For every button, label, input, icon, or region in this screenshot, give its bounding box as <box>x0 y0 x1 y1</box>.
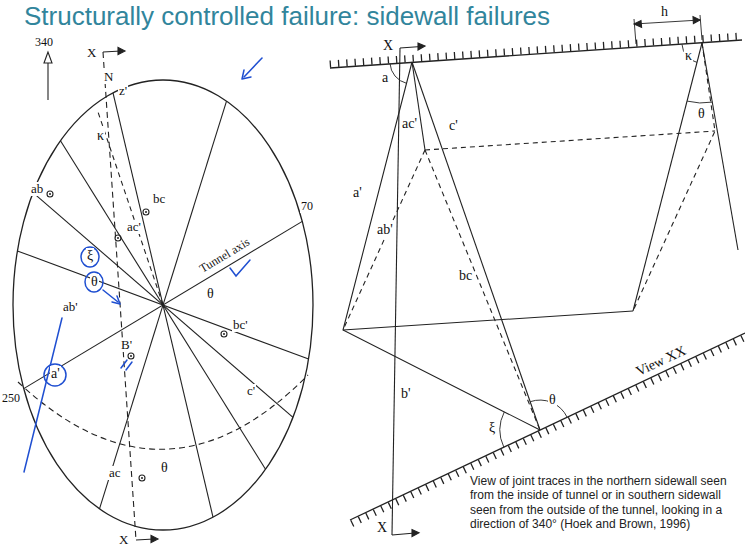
figure-label: bc <box>458 268 473 283</box>
figure-label: bc <box>152 192 166 206</box>
figure-label: 340 <box>34 36 54 49</box>
arrow-head <box>418 43 425 50</box>
wall-hatching <box>330 36 742 64</box>
pole-point <box>143 209 149 215</box>
figure-label: ac' <box>126 220 142 234</box>
angle-arc <box>500 412 504 447</box>
dimension-line <box>634 20 700 24</box>
annotation-circle <box>81 247 99 267</box>
figure-label: ac <box>108 466 122 480</box>
annotation-arrow <box>103 290 118 302</box>
figure-label: κ <box>684 48 693 63</box>
figure-label: X <box>118 533 129 547</box>
intersection-line <box>412 62 425 150</box>
figure-label: ab' <box>376 222 394 237</box>
pole-dot <box>117 237 119 239</box>
figure-label: h <box>660 4 669 19</box>
intersection-line <box>425 150 540 430</box>
figure-label: ab' <box>62 300 79 314</box>
annotation-arrow-head <box>242 70 251 79</box>
pole-dot <box>223 333 225 335</box>
figure-label: z' <box>118 84 128 98</box>
joint-trace <box>412 62 540 430</box>
figure-label: c' <box>246 384 256 398</box>
wedge-edge <box>633 43 715 311</box>
slide-title: Structurally controlled failure: sidewal… <box>24 2 550 32</box>
intersection-line <box>343 150 425 330</box>
view-line <box>702 43 738 250</box>
pole-point <box>221 331 227 337</box>
net-outline <box>13 80 313 530</box>
figure-label: X <box>376 520 388 535</box>
figure-label: View XX <box>633 342 690 379</box>
dashed-trace <box>98 112 163 305</box>
arrow-head <box>412 530 419 537</box>
figure-label: θ <box>206 286 215 301</box>
joint-trace <box>343 62 540 430</box>
wedge-edge <box>343 311 633 330</box>
figure-label: 70 <box>300 200 314 213</box>
angle-arc <box>682 44 697 62</box>
pole-point <box>115 235 121 241</box>
pole-point <box>139 475 145 481</box>
angle-arc <box>687 101 712 103</box>
parallel-mark <box>121 360 132 370</box>
annotation-arrow-head <box>112 296 120 304</box>
figure-label: N <box>103 70 114 84</box>
figure-label: θ <box>548 392 557 407</box>
arrow-head <box>44 52 52 63</box>
figure-label: 250 <box>1 392 21 405</box>
wedge-edge <box>425 131 715 150</box>
pole-dot <box>130 355 132 357</box>
wedge-figure <box>330 15 745 537</box>
figure-label: ξ <box>86 248 94 263</box>
figure-label: θ <box>160 460 169 475</box>
section-line <box>103 52 136 540</box>
figure-label: θ <box>90 274 99 289</box>
hand-annotations <box>24 58 262 472</box>
arrow-head <box>118 48 125 55</box>
figure-label: a' <box>352 185 363 200</box>
figure-label: B' <box>120 338 133 352</box>
figure-label: X <box>86 46 97 60</box>
figure-label: κ <box>96 128 105 143</box>
figure-label: ab <box>30 182 44 196</box>
pole-dots <box>49 193 225 479</box>
wedge-edge <box>633 43 702 311</box>
pole-dot <box>49 193 51 195</box>
section-line <box>392 48 400 535</box>
angle-arc <box>390 64 407 84</box>
figure-label: ac' <box>401 116 418 131</box>
figure-label: a' <box>50 366 61 381</box>
figure-label: Tunnel axis <box>197 235 253 276</box>
arrow-head <box>151 536 158 543</box>
figure-label: θ <box>697 106 706 121</box>
figure-label: bc' <box>232 318 249 332</box>
figure-label: c' <box>448 118 459 133</box>
pole-dot <box>145 211 147 213</box>
great-circle <box>18 375 308 449</box>
direction-arrow <box>47 63 48 100</box>
annotation-arrow <box>244 58 262 77</box>
pole-point <box>128 353 134 359</box>
figure-label: X <box>382 38 394 53</box>
figure-label: b' <box>400 386 412 401</box>
pole-dot <box>141 477 143 479</box>
figure-caption: View of joint traces in the northern sid… <box>470 474 742 532</box>
stereonet <box>13 48 313 543</box>
pole-point <box>47 191 53 197</box>
annotation-line <box>24 318 62 472</box>
annotation-circle <box>85 272 103 292</box>
check-mark <box>230 260 250 276</box>
figure-label: a <box>381 70 389 85</box>
figure-label: ξ <box>488 420 496 435</box>
